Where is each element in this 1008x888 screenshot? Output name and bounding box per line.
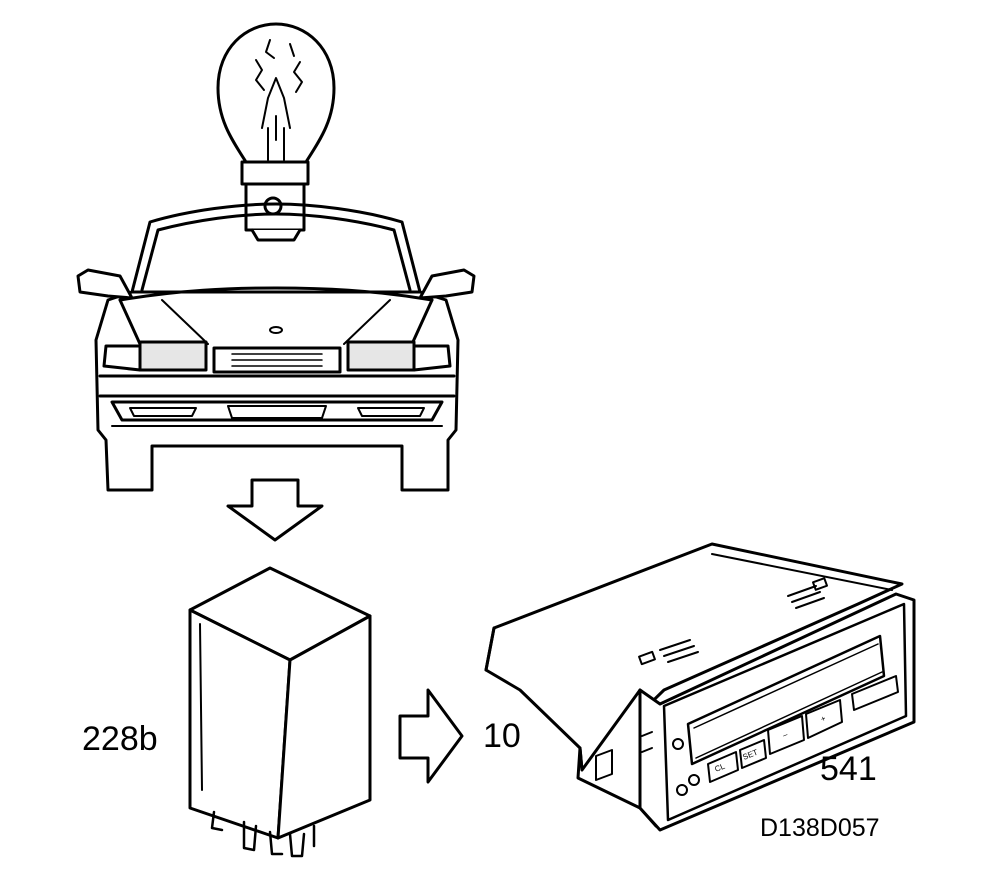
button-label-cl: CL <box>713 761 726 773</box>
figure-code-label: D138D057 <box>760 814 880 842</box>
relay-icon <box>188 566 372 858</box>
pin-number-label: 10 <box>483 717 521 755</box>
button-label-plus: + <box>819 714 827 724</box>
car-front-icon <box>76 202 476 492</box>
arrow-down-icon <box>226 478 324 542</box>
relay-number-label: 228b <box>82 720 158 758</box>
arrow-right-icon <box>398 688 464 784</box>
light-bulb-icon <box>216 22 336 242</box>
sid-unit-icon <box>484 542 916 832</box>
unit-number-label: 541 <box>820 750 877 788</box>
button-label-minus: – <box>781 730 789 740</box>
